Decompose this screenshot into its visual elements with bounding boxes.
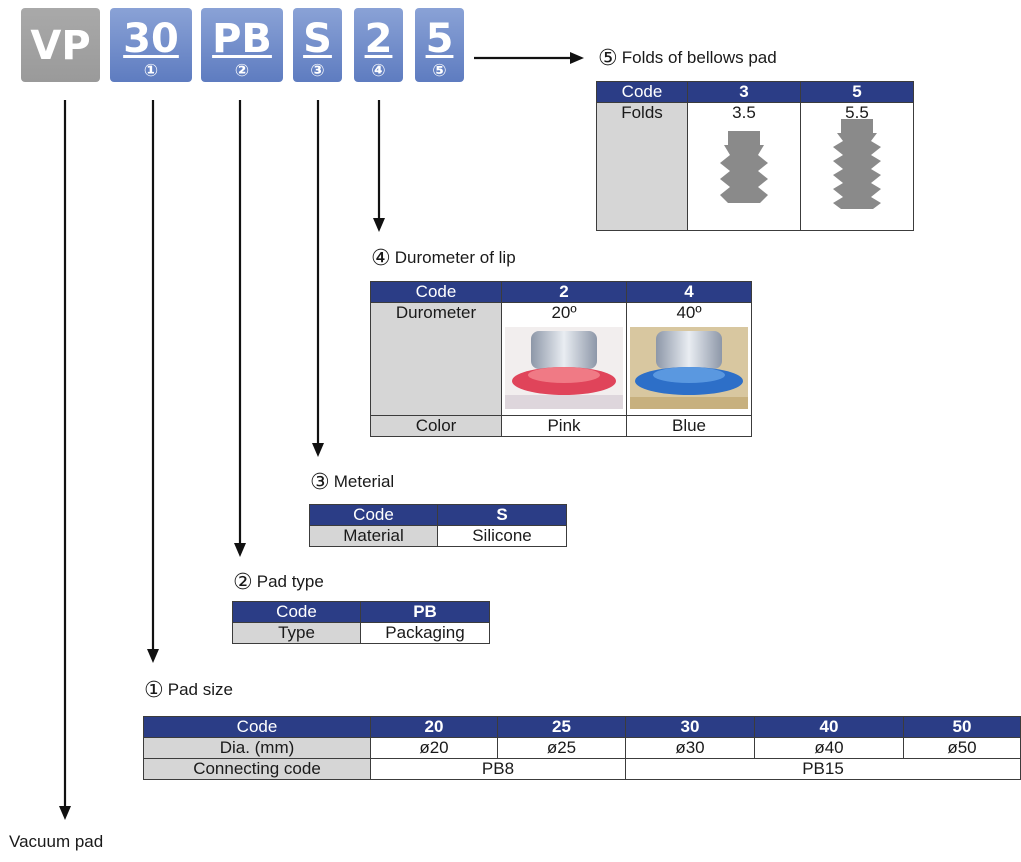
segment-number: ① [143,61,159,81]
row-label: Durometer [370,302,502,416]
fold-cell-5: 5.5 [800,102,914,231]
row-label: Dia. (mm) [143,737,371,759]
table-row: Code PB [232,601,490,623]
segment-text: S [303,16,332,62]
fold-cell-3: 3.5 [687,102,801,231]
table-row: Code 2 4 [370,281,752,303]
size-table: Code 20 25 30 40 50 Dia. (mm) ø20 ø25 ø3… [143,716,1021,780]
table-row: Type Packaging [232,622,490,644]
durometer-table: Code 2 4 Durometer 20º 40º [370,281,752,437]
table-cell: Packaging [360,622,490,644]
segment-number: ⑤ [432,61,447,81]
table-cell: ø25 [497,737,626,759]
segment-type-block: PB ② [201,8,283,82]
type-table: Code PB Type Packaging [232,601,490,644]
row-label: Type [232,622,361,644]
header-cell: 25 [497,716,626,738]
header-cell: Code [596,81,688,103]
row-label: Connecting code [143,758,371,780]
durometer-cell-2: 20º [501,302,627,416]
table-row: Connecting code PB8 PB15 [143,758,1021,780]
vacuum-pad-label: Vacuum pad [9,832,104,851]
header-cell: PB [360,601,490,623]
material-table: Code S Material Silicone [309,504,567,547]
header-cell: 30 [625,716,755,738]
header-cell: Code [370,281,502,303]
table-cell: ø20 [370,737,498,759]
header-cell: 4 [626,281,752,303]
header-cell: Code [143,716,371,738]
bellows-3-fold-icon [720,131,768,203]
table-cell: PB8 [370,758,626,780]
segment-folds-block: 5 ⑤ [415,8,464,82]
header-cell: 20 [370,716,498,738]
header-cell: 3 [687,81,801,103]
segment-number: ④ [371,61,386,81]
table-cell: Pink [501,415,627,437]
header-cell: 50 [903,716,1021,738]
table-row: Durometer 20º 40º [370,302,752,416]
table-row: Folds 3.5 5.5 [596,102,914,231]
table-row: Code 20 25 30 40 50 [143,716,1021,738]
header-cell: Code [309,504,438,526]
blue-lip-photo-icon [630,327,748,409]
header-cell: 2 [501,281,627,303]
table-cell: ø40 [754,737,904,759]
table-cell: Silicone [437,525,567,547]
table-row: Dia. (mm) ø20 ø25 ø30 ø40 ø50 [143,737,1021,759]
table-row: Code S [309,504,567,526]
bellows-5-fold-icon [833,119,881,209]
table-cell: ø30 [625,737,755,759]
header-cell: 5 [800,81,914,103]
row-label: Folds [596,102,688,231]
table-row: Color Pink Blue [370,415,752,437]
header-cell: S [437,504,567,526]
segment-text: 30 [123,16,179,62]
row-label: Material [309,525,438,547]
table-row: Material Silicone [309,525,567,547]
table-cell: ø50 [903,737,1021,759]
table-cell: PB15 [625,758,1021,780]
table-cell: Blue [626,415,752,437]
header-cell: Code [232,601,361,623]
segment-text: PB [212,16,272,62]
header-cell: 40 [754,716,904,738]
segment-size-block: 30 ① [110,8,192,82]
segment-number: ② [234,61,250,81]
table-row: Code 3 5 [596,81,914,103]
segment-text: 2 [364,16,393,62]
durometer-cell-4: 40º [626,302,752,416]
segment-material-block: S ③ [293,8,342,82]
row-label: Color [370,415,502,437]
pink-lip-photo-icon [505,327,623,409]
segment-text: 5 [425,16,454,62]
segment-durometer-block: 2 ④ [354,8,403,82]
segment-number: ③ [310,61,325,81]
prefix-block: VP [21,8,100,82]
folds-table: Code 3 5 Folds 3.5 5.5 [596,81,914,231]
prefix-text: VP [30,23,91,69]
